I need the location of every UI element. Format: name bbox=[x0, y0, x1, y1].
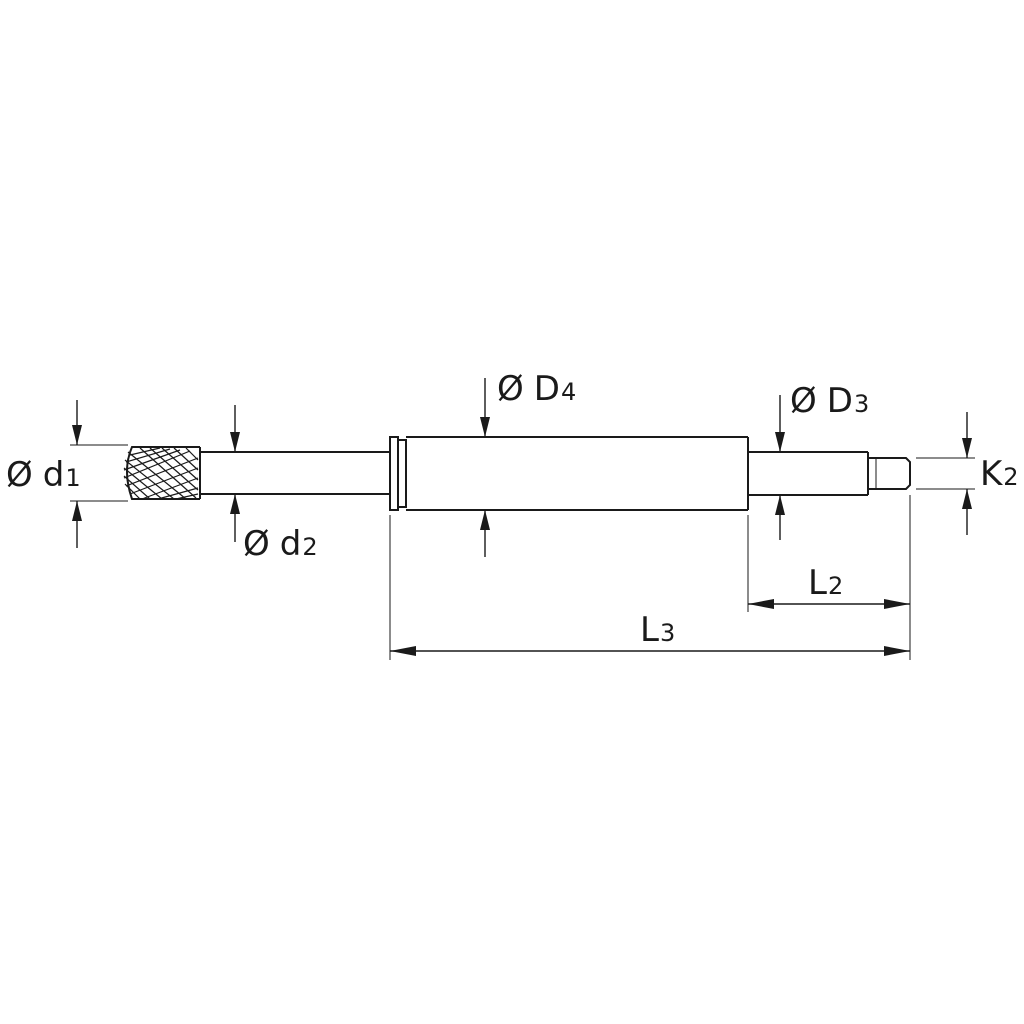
dimension-L2: L2 bbox=[748, 563, 910, 609]
svg-text:L3: L3 bbox=[640, 610, 675, 650]
L3-letter: L bbox=[640, 610, 659, 650]
svg-text:ØD3: ØD3 bbox=[790, 381, 869, 421]
D4-letter: D bbox=[534, 369, 560, 409]
arrow-d1-top bbox=[72, 425, 82, 445]
tap-body bbox=[123, 436, 911, 511]
arrow-L3-right bbox=[884, 646, 910, 656]
L2-letter: L bbox=[808, 563, 827, 603]
D3-letter: D bbox=[827, 381, 853, 421]
L2-subscript: 2 bbox=[828, 572, 843, 600]
svg-text:L2: L2 bbox=[808, 563, 843, 603]
D4-diameter-symbol: Ø bbox=[497, 369, 524, 409]
neck-section bbox=[200, 451, 390, 495]
arrow-D3-top bbox=[775, 432, 785, 452]
arrow-K2-top bbox=[962, 438, 972, 458]
arrow-d2-top bbox=[230, 432, 240, 452]
D4-subscript: 4 bbox=[561, 378, 576, 406]
svg-text:Ød1: Ød1 bbox=[6, 455, 81, 495]
D3-subscript: 3 bbox=[854, 390, 869, 418]
arrow-d1-bottom bbox=[72, 501, 82, 521]
dimension-K2: K2 bbox=[916, 412, 1019, 535]
K2-letter: K bbox=[980, 454, 1004, 494]
dimension-L3: L3 bbox=[390, 610, 910, 656]
d2-diameter-symbol: Ø bbox=[243, 524, 270, 564]
arrow-D4-top bbox=[480, 417, 490, 437]
svg-text:Ød2: Ød2 bbox=[243, 524, 318, 564]
arrow-L2-right bbox=[884, 599, 910, 609]
d1-diameter-symbol: Ø bbox=[6, 455, 33, 495]
thread-flutes bbox=[123, 447, 199, 500]
K2-subscript: 2 bbox=[1003, 463, 1018, 491]
collar bbox=[389, 436, 407, 511]
svg-text:ØD4: ØD4 bbox=[497, 369, 576, 409]
shank-D4 bbox=[406, 436, 749, 511]
square-drive bbox=[868, 457, 911, 490]
arrow-D3-bottom bbox=[775, 495, 785, 515]
svg-text:K2: K2 bbox=[980, 454, 1019, 494]
arrow-L2-left bbox=[748, 599, 774, 609]
arrow-d2-bottom bbox=[230, 494, 240, 514]
arrow-L3-left bbox=[390, 646, 416, 656]
extension-lines bbox=[389, 495, 911, 660]
L3-subscript: 3 bbox=[660, 619, 675, 647]
d2-subscript: 2 bbox=[302, 533, 317, 561]
arrow-D4-bottom bbox=[480, 510, 490, 530]
D3-diameter-symbol: Ø bbox=[790, 381, 817, 421]
thread-section bbox=[123, 446, 201, 500]
shank-D3 bbox=[748, 451, 869, 496]
d1-letter: d bbox=[43, 455, 65, 495]
d1-subscript: 1 bbox=[65, 464, 80, 492]
d2-letter: d bbox=[280, 524, 302, 564]
arrow-K2-bottom bbox=[962, 489, 972, 509]
